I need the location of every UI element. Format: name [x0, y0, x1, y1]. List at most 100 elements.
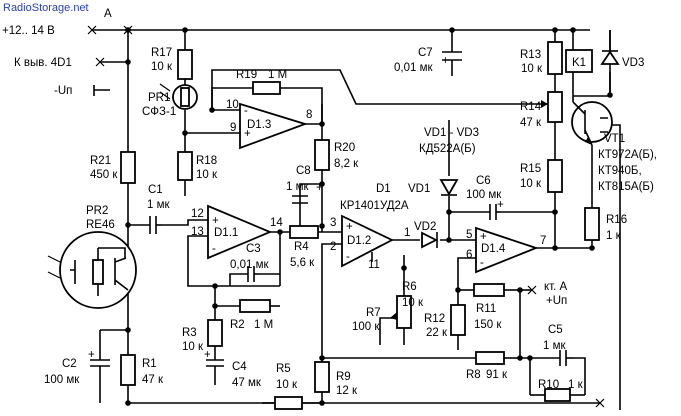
d1-name: D1	[376, 183, 391, 195]
supply-label: +12.. 14 B	[2, 25, 55, 37]
labels: RadioStorage.net +12.. 14 B A К выв. 4D1…	[2, 2, 657, 397]
opamp-d11-plus: +	[212, 215, 219, 227]
r1-value: 47 к	[142, 374, 164, 386]
vd2-name: VD2	[414, 221, 436, 233]
r18-body	[177, 151, 193, 181]
r14-name: R14	[520, 101, 542, 113]
r10-name: R10	[538, 379, 559, 391]
r4-body	[289, 225, 319, 239]
pin-9: 9	[230, 122, 236, 134]
opamp-d11-body	[207, 204, 273, 260]
pin-5: 5	[466, 229, 472, 241]
r5-body	[274, 396, 303, 410]
opamp-d14-body	[475, 226, 539, 274]
r2-body	[239, 299, 271, 313]
resistors	[120, 41, 600, 410]
pr2-value: RE46	[86, 219, 115, 231]
r3-body	[207, 319, 223, 347]
vt1-type-2: КТ940Б,	[598, 165, 642, 177]
opamp-d13-minus: -	[244, 105, 248, 117]
c4-name: C4	[232, 361, 247, 373]
opamp-d14-minus: -	[480, 257, 484, 269]
c8-plus: +	[316, 182, 323, 194]
c7-name: C7	[418, 47, 433, 59]
c3-value: 0,01 мк	[230, 259, 269, 271]
c6-plus: +	[497, 199, 504, 211]
opamp-d13-body	[239, 102, 308, 150]
r15-body	[547, 159, 563, 193]
r16-body	[584, 207, 600, 241]
r9-value: 12 к	[336, 385, 358, 397]
r10-value: 1 к	[568, 379, 584, 391]
d1-value: КР1401УД2А	[340, 200, 409, 212]
vd3-name: VD3	[622, 57, 644, 69]
opamp-d13-plus: +	[244, 128, 251, 140]
c2-value: 100 мк	[44, 374, 80, 386]
pin-11: 11	[368, 259, 380, 271]
r20-name: R20	[334, 142, 355, 154]
r8-body	[475, 351, 505, 365]
pin-6: 6	[466, 249, 472, 261]
r9-name: R9	[336, 371, 351, 383]
opamp-d12-minus: -	[346, 251, 350, 263]
pin-7: 7	[540, 235, 546, 247]
c5-name: C5	[548, 324, 563, 336]
test-point-line2: +Uп	[546, 295, 567, 307]
r21-body	[120, 151, 136, 184]
r4-value: 5,6 к	[290, 257, 315, 269]
r17-value: 10 к	[151, 61, 173, 73]
r19-body	[252, 81, 281, 95]
r7-name: R7	[366, 307, 381, 319]
c2-plus: +	[88, 349, 95, 361]
r6-name: R6	[402, 281, 417, 293]
r5-name: R5	[276, 363, 291, 375]
r18-value: 10 к	[196, 169, 218, 181]
diodes-note-line1: VD1 - VD3	[424, 127, 479, 139]
vt1-type-1: КТ972А(Б),	[598, 149, 657, 161]
r8-name: R8	[466, 369, 481, 381]
c1-value: 1 мк	[147, 199, 170, 211]
pin-1: 1	[404, 227, 410, 239]
vd1-name: VD1	[408, 183, 430, 195]
pin-8: 8	[306, 109, 312, 121]
watermark: RadioStorage.net	[3, 2, 89, 14]
c8-name: C8	[296, 165, 311, 177]
c3-name: C3	[246, 243, 261, 255]
r20-value: 8,2 к	[334, 158, 359, 170]
c4-plus: +	[204, 349, 211, 361]
r6-value: 10 к	[402, 297, 424, 309]
r18-name: R18	[196, 155, 217, 167]
vd1-body	[439, 179, 459, 196]
test-point-line1: кт. А	[544, 281, 568, 293]
opamp-d12-body	[341, 214, 395, 268]
pin-10: 10	[226, 99, 239, 111]
r13-name: R13	[520, 49, 541, 61]
opamp-d14-plus: +	[480, 231, 487, 243]
r11-value: 150 к	[474, 319, 502, 331]
r21-value: 450 к	[90, 169, 118, 181]
c7-value: 0,01 мк	[394, 62, 433, 74]
diodes	[421, 50, 620, 249]
vt1-type-3: КТ815А(Б)	[598, 181, 654, 193]
relay-k1-body	[565, 49, 593, 73]
pin-3: 3	[330, 217, 336, 229]
pr1-value: СФЗ-1	[142, 106, 176, 118]
wires	[92, 29, 621, 410]
r20-body	[314, 139, 330, 171]
c4-value: 47 мк	[232, 377, 262, 389]
opamp-d12-plus: +	[346, 221, 353, 233]
node-a-label: A	[104, 8, 112, 20]
r1-body	[120, 354, 136, 386]
pr2-name: PR2	[86, 205, 108, 217]
r17-name: R17	[151, 47, 172, 59]
r12-value: 22 к	[426, 327, 448, 339]
pin-13: 13	[191, 226, 204, 238]
r14-value: 47 к	[520, 117, 542, 129]
c1-name: C1	[148, 184, 163, 196]
c6-value: 100 мк	[466, 189, 502, 201]
r13-body	[547, 41, 563, 75]
r17-body	[177, 49, 193, 80]
r4-name: R4	[294, 241, 309, 253]
